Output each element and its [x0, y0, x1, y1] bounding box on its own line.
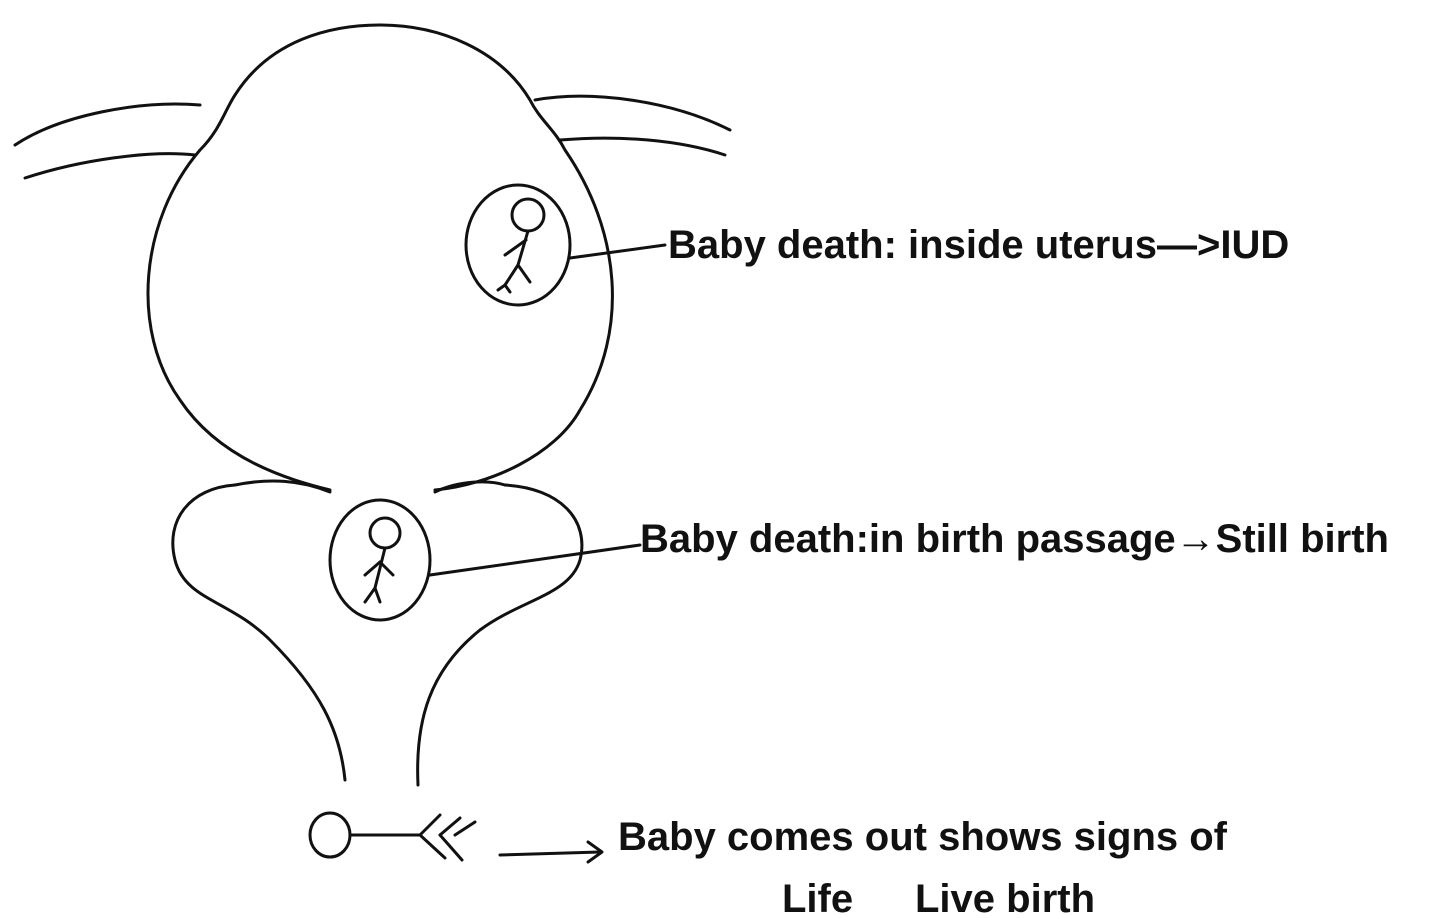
still-birth-label: Baby death:in birth passage→Still birth — [640, 517, 1389, 561]
left-fallopian-tube-lower — [25, 154, 195, 178]
birth-passage-left — [173, 485, 345, 780]
live-birth-label-live-birth: Live birth — [915, 877, 1095, 918]
right-fallopian-tube — [535, 96, 730, 130]
live-birth-arrow — [500, 842, 602, 862]
baby-in-birth-passage — [330, 500, 430, 620]
baby-in-uterus — [466, 185, 570, 305]
right-fallopian-tube-lower — [560, 138, 725, 155]
uterus-body — [148, 25, 612, 490]
baby-born — [310, 813, 475, 860]
cervix-top-left — [235, 481, 330, 492]
live-birth-label-life: Life — [782, 877, 853, 918]
iud-label: Baby death: inside uterus—>IUD — [668, 223, 1289, 267]
iud-leader-line — [570, 245, 665, 258]
still-birth-leader-line — [430, 545, 640, 575]
left-fallopian-tube — [15, 104, 200, 145]
cervix-top-right — [435, 482, 505, 492]
birth-passage-right — [418, 485, 582, 785]
live-birth-label-line1: Baby comes out shows signs of — [618, 815, 1228, 859]
